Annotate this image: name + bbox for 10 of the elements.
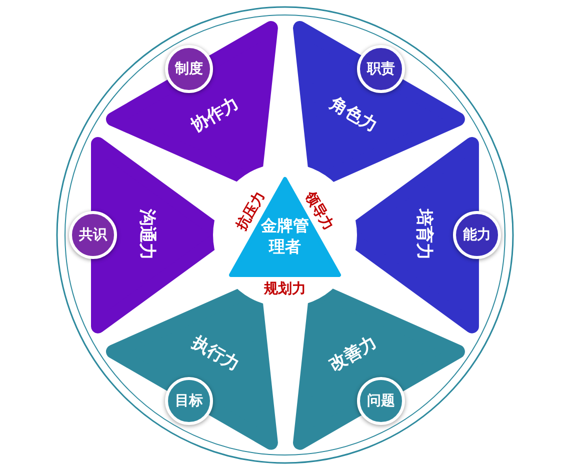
segment-label: 改善力 <box>328 334 380 375</box>
ring-label: 规划力 <box>264 282 306 296</box>
badge-circle: 共识 <box>69 211 117 259</box>
segment-label: 培育力 <box>414 209 432 260</box>
center-title: 金牌管理者 <box>260 215 310 257</box>
segment-label: 沟通力 <box>138 209 156 260</box>
badge-circle: 能力 <box>453 211 501 259</box>
segment-label: 执行力 <box>190 334 242 375</box>
segment-label: 协作力 <box>190 95 242 136</box>
segment-label: 角色力 <box>328 95 380 136</box>
